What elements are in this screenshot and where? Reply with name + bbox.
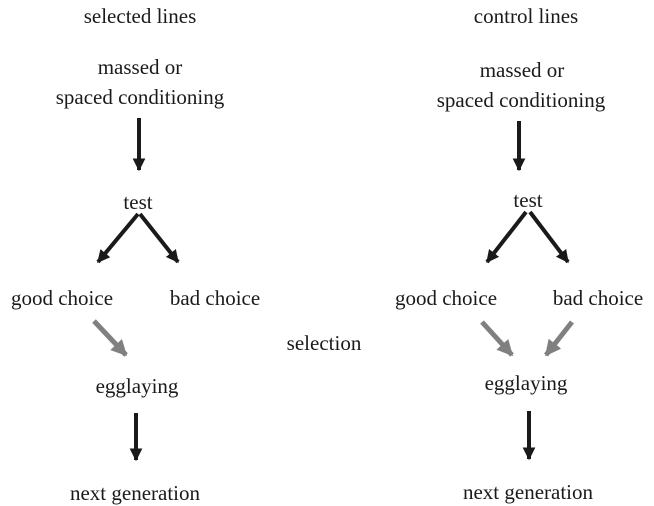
control-egglaying-label: egglaying [484,371,568,395]
control-bad-choice-label: bad choice [552,286,644,310]
selected-conditioning-line2: spaced conditioning [55,85,225,109]
control-good-choice-label: good choice [394,286,498,310]
control-test-to-good-choice-arrow [485,210,528,264]
control-test-to-bad-choice-arrow [528,210,570,264]
control-conditioning-line2: spaced conditioning [436,88,606,112]
selected-egglaying-label: egglaying [95,374,179,398]
selected-good-choice-to-egglaying-arrow [92,319,128,357]
control-bad-choice-to-egglaying-arrow [544,320,574,357]
selection-label: selection [286,331,362,355]
control-good-choice-to-egglaying-arrow [480,320,514,357]
control-lines-header: control lines [473,4,579,28]
control-conditioning-line1: massed or [479,58,565,82]
selected-lines-header: selected lines [83,4,197,28]
selected-next-generation-label: next generation [69,481,201,505]
control-next-generation-label: next generation [462,480,594,504]
control-test-label: test [513,188,543,212]
selected-test-to-bad-choice-arrow [138,212,180,264]
selected-good-choice-label: good choice [10,286,114,310]
selected-test-to-good-choice-arrow [96,212,140,264]
selected-conditioning-line1: massed or [97,55,183,79]
selected-test-label: test [123,190,153,214]
selected-bad-choice-label: bad choice [169,286,261,310]
